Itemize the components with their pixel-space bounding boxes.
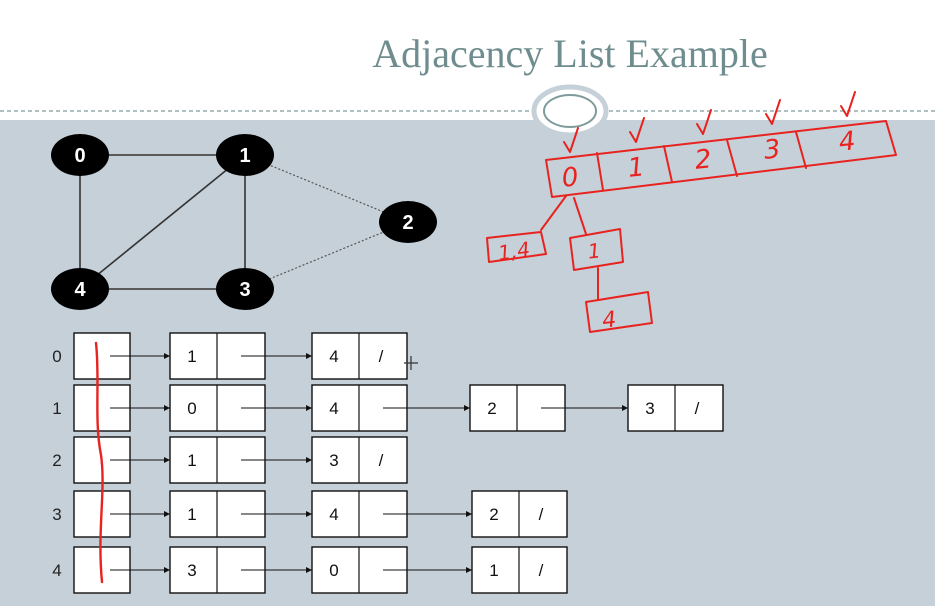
ink-array-label: 3 <box>762 134 782 166</box>
graph-node-label: 1 <box>239 145 250 167</box>
list-null-marker: / <box>539 505 544 524</box>
ink-array-label: 2 <box>693 144 713 176</box>
graph-node-label: 3 <box>239 279 250 301</box>
cursor-crosshair-icon <box>404 356 418 370</box>
list-node-value: 0 <box>329 561 338 580</box>
ink-chain-value: 1 <box>587 238 602 263</box>
ink-check-icon <box>629 117 645 143</box>
list-null-marker: / <box>379 451 384 470</box>
graph-node-2 <box>379 201 437 243</box>
graph-node-label: 0 <box>74 145 85 167</box>
ink-array-divider <box>596 152 604 191</box>
graph-node-3 <box>216 268 274 310</box>
list-node-value: 1 <box>187 505 196 524</box>
header-ornament-icon <box>543 94 597 128</box>
ink-array-label: 1 <box>626 152 646 184</box>
list-row-index: 0 <box>52 347 61 366</box>
list-node-value: 3 <box>329 451 338 470</box>
ink-note-box <box>486 231 547 263</box>
graph-edge-2-3 <box>244 221 409 290</box>
list-node-value: 2 <box>489 505 498 524</box>
list-row-index: 1 <box>52 399 61 418</box>
ink-head-stroke <box>94 341 104 584</box>
ink-array-label: 4 <box>837 126 857 158</box>
graph-node-label: 2 <box>402 212 413 234</box>
list-null-marker: / <box>539 561 544 580</box>
slide-title: Adjacency List Example <box>372 31 768 76</box>
graph: 0 1 2 3 4 <box>51 134 437 310</box>
ink-array-divider <box>795 131 807 169</box>
ink-array-divider <box>663 145 673 183</box>
ink-check-icon <box>563 127 579 153</box>
ink-side-note: 1,4 <box>497 237 532 265</box>
ink-check-icon <box>765 99 781 125</box>
ink-check-icon <box>696 109 712 135</box>
list-node-value: 3 <box>645 399 654 418</box>
ink-note-connector <box>540 195 567 231</box>
list-row-index: 3 <box>52 505 61 524</box>
graph-node-0 <box>51 134 109 176</box>
list-null-marker: / <box>379 347 384 366</box>
handwritten-annotations: 0 1 2 3 4 1,4 1 4 <box>94 91 897 584</box>
list-node-value: 4 <box>329 347 338 366</box>
graph-edge-1-4 <box>79 154 246 290</box>
ink-chain-value: 4 <box>601 307 618 333</box>
ink-chain-box <box>585 291 653 333</box>
list-null-marker: / <box>695 399 700 418</box>
adjacency-list: 0 1 4 / 1 0 4 2 3 / 2 1 3 / 3 1 4 2 / 4 3 0 1 / <box>52 332 724 594</box>
ink-array-label: 0 <box>560 162 580 194</box>
graph-node-1 <box>216 134 274 176</box>
ink-array-divider <box>726 139 738 177</box>
list-node-value: 2 <box>487 399 496 418</box>
list-node-value: 4 <box>329 505 338 524</box>
graph-edge-1-2 <box>244 154 409 223</box>
graph-node-4 <box>51 268 109 310</box>
ink-check-icon <box>840 91 856 117</box>
list-row-index: 4 <box>52 561 61 580</box>
graph-node-label: 4 <box>74 279 86 301</box>
list-node-value: 1 <box>187 451 196 470</box>
list-node-value: 3 <box>187 561 196 580</box>
list-node-value: 1 <box>187 347 196 366</box>
ink-chain-link <box>573 197 587 235</box>
list-node-value: 4 <box>329 399 338 418</box>
ink-array-outline <box>545 120 897 198</box>
list-node-value: 0 <box>187 399 196 418</box>
list-row-index: 2 <box>52 451 61 470</box>
ink-chain-box <box>569 228 624 271</box>
list-node-value: 1 <box>489 561 498 580</box>
